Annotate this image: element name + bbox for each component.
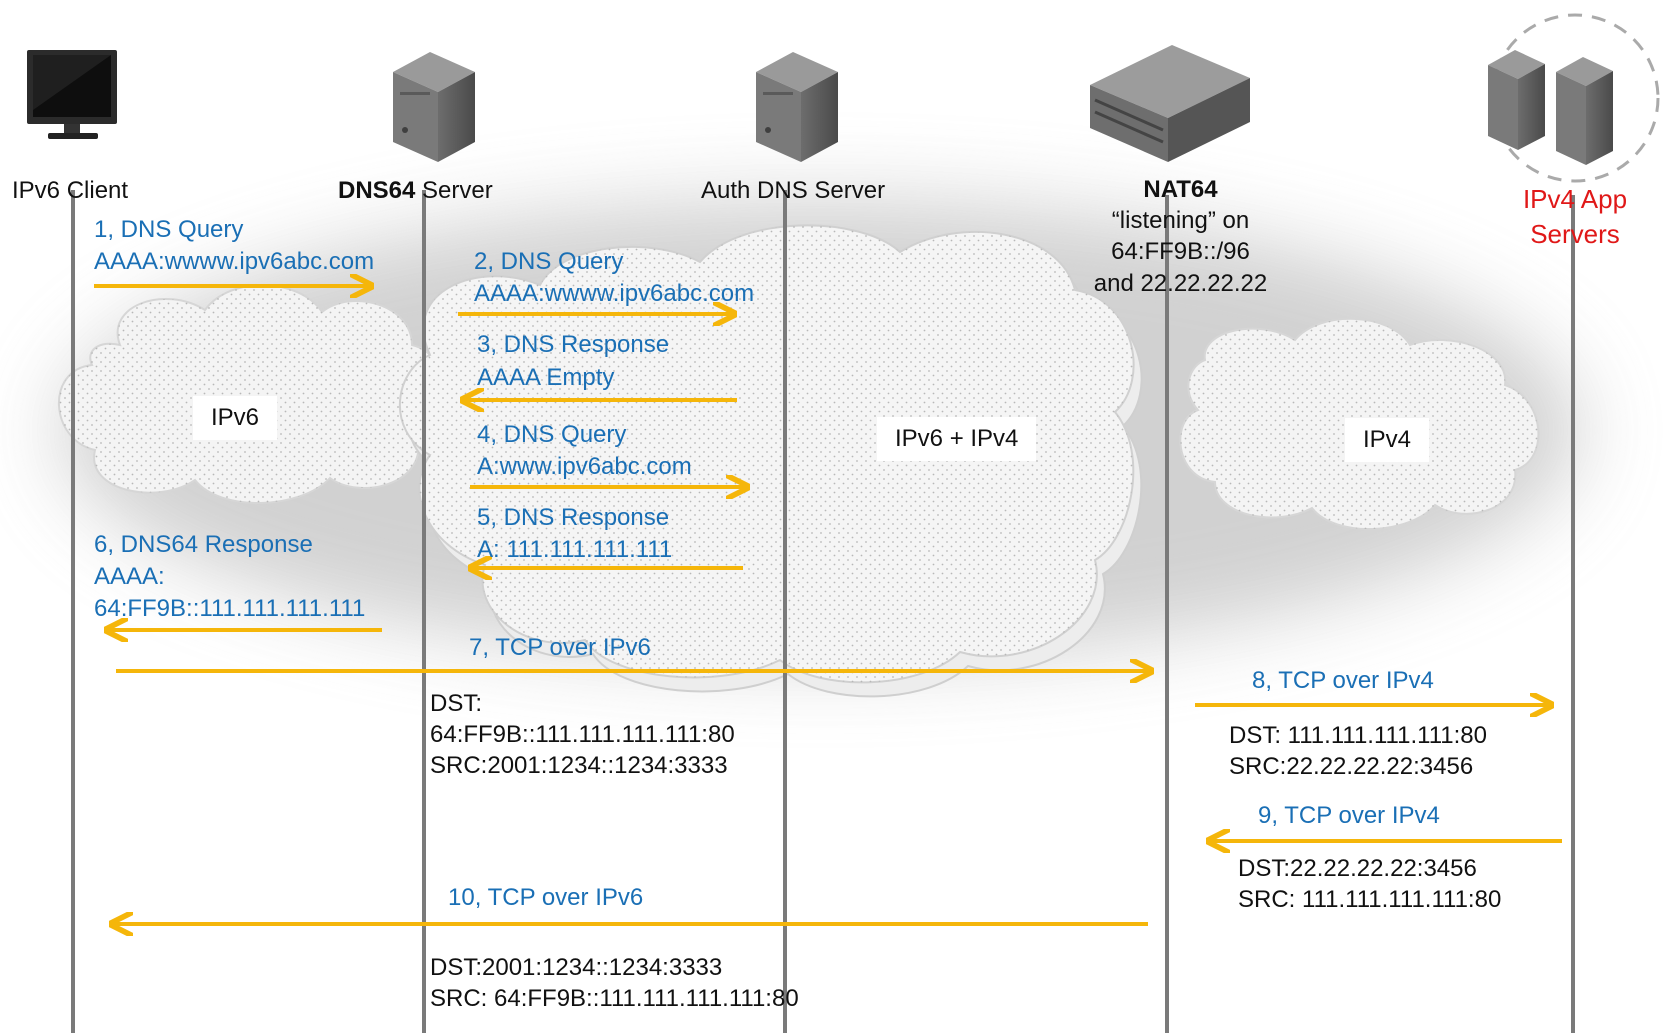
- msg8-detail: DST: 111.111.111.111:80 SRC:22.22.22.22:…: [1229, 720, 1487, 782]
- dns64-server-label: DNS64 Server: [338, 179, 493, 203]
- ipv4-app-servers-label: IPv4 App Servers: [1505, 182, 1645, 252]
- msg10-src: SRC: 64:FF9B::111.111.111.111:80: [430, 985, 799, 1013]
- msg8-src: SRC:22.22.22.22:3456: [1229, 753, 1474, 781]
- msg1-detail: AAAA:wwww.ipv6abc.com: [94, 248, 375, 275]
- msg7-detail: DST: 64:FF9B::111.111.111.111:80 SRC:200…: [430, 688, 735, 782]
- msg5-detail: A: 111.111.111.111: [477, 536, 673, 563]
- msg6-detail1: AAAA:: [94, 563, 165, 590]
- msg7-title: 7, TCP over IPv6: [469, 634, 651, 661]
- msg4-title: 4, DNS Query: [477, 421, 627, 448]
- msg7-dst-label: DST:: [430, 690, 483, 717]
- msg7-src: SRC:2001:1234::1234:3333: [430, 752, 728, 780]
- msg2-detail: AAAA:wwww.ipv6abc.com: [474, 280, 755, 307]
- msg6-detail2: 64:FF9B::111.111.111.111: [94, 595, 366, 622]
- dns64-server-icon: [393, 52, 475, 162]
- ipv6-client-label: IPv6 Client: [12, 177, 129, 204]
- msg6-title: 6, DNS64 Response: [94, 531, 313, 558]
- dns64-label-rest: Server: [415, 177, 493, 204]
- dns64-label-bold: DNS64: [338, 177, 416, 204]
- ipv4-servers-line1: IPv4 App: [1522, 184, 1628, 214]
- auth-dns-server-icon: [756, 52, 838, 162]
- msg9-detail: DST:22.22.22.22:3456 SRC: 111.111.111.11…: [1238, 853, 1501, 915]
- msg2-title: 2, DNS Query: [474, 248, 624, 275]
- nat64-title: NAT64: [1143, 176, 1218, 203]
- msg8-title: 8, TCP over IPv4: [1252, 667, 1434, 694]
- msg7-dst: 64:FF9B::111.111.111.111:80: [430, 721, 735, 749]
- ipv4-servers-line2: Servers: [1530, 219, 1620, 250]
- msg5-title: 5, DNS Response: [477, 504, 670, 531]
- msg10-detail: DST:2001:1234::1234:3333 SRC: 64:FF9B::1…: [430, 952, 799, 1014]
- nat64-appliance-icon: [1090, 45, 1250, 162]
- ipv4-network-label: IPv4: [1345, 418, 1430, 462]
- msg4-detail: A:www.ipv6abc.com: [477, 453, 692, 480]
- auth-dns-server-label: Auth DNS Server: [701, 177, 886, 204]
- nat64-line3: and 22.22.22.22: [1093, 269, 1268, 297]
- monitor-icon: [27, 50, 117, 139]
- msg3-detail: AAAA Empty: [477, 364, 615, 391]
- msg1-title: 1, DNS Query: [94, 216, 244, 243]
- msg10-dst: DST:2001:1234::1234:3333: [430, 954, 723, 981]
- msg9-src: SRC: 111.111.111.111:80: [1238, 886, 1502, 914]
- msg9-title: 9, TCP over IPv4: [1258, 802, 1440, 829]
- msg9-dst: DST:22.22.22.22:3456: [1238, 855, 1477, 882]
- msg10-title: 10, TCP over IPv6: [448, 884, 644, 911]
- msg8-dst: DST: 111.111.111.111:80: [1229, 722, 1487, 749]
- ipv6-network-label: IPv6: [193, 396, 278, 440]
- msg3-title: 3, DNS Response: [477, 331, 670, 358]
- ipv4-app-servers-icon: [1488, 13, 1660, 183]
- nat64-line1: “listening” on: [1111, 207, 1250, 235]
- dual-stack-network-label: IPv6 + IPv4: [877, 417, 1037, 461]
- nat64-line2: 64:FF9B::/96: [1111, 238, 1250, 266]
- nat64-label: NAT64 “listening” on 64:FF9B::/96 and 22…: [1078, 174, 1283, 299]
- ipv6-cloud: [57, 284, 446, 504]
